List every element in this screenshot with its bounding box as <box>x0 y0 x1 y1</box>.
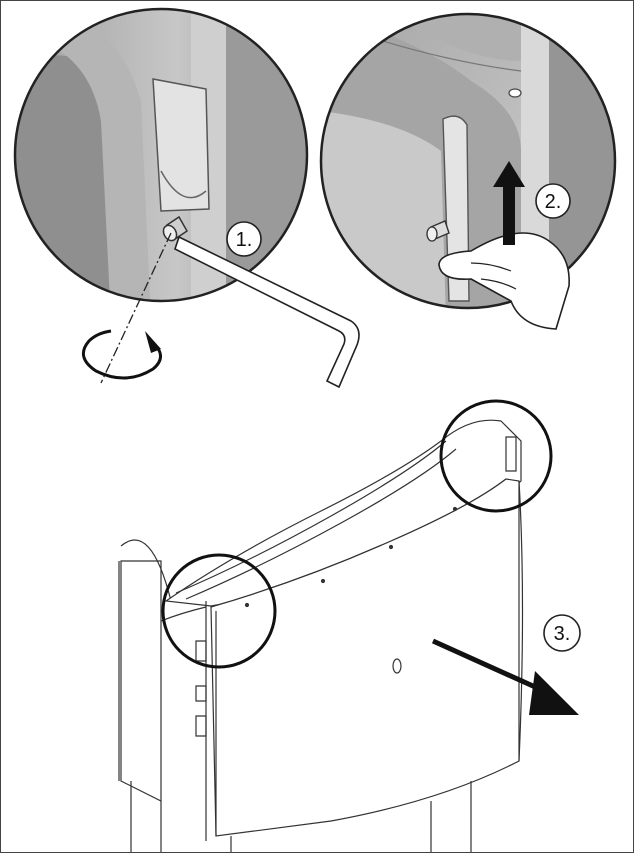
cabinet-illustration <box>118 419 524 852</box>
hex-key-icon <box>174 235 360 389</box>
rotate-arrow-icon <box>81 329 162 380</box>
axis-line <box>100 232 172 384</box>
highlight-circle-left <box>161 553 277 669</box>
detail-circle-1 <box>13 7 309 384</box>
step-3-label: 3. <box>554 623 571 645</box>
screw-icon <box>162 215 188 242</box>
step-3-badge: 3. <box>543 614 581 652</box>
step-2-badge: 2. <box>535 183 571 219</box>
pull-out-arrow-icon <box>431 638 579 715</box>
screw-icon-2 <box>426 220 450 242</box>
up-arrow-icon <box>493 161 525 245</box>
hand-icon <box>438 232 570 330</box>
step-1-label: 1. <box>236 229 253 251</box>
step-2-label: 2. <box>545 191 562 213</box>
highlight-circle-right <box>439 399 553 513</box>
step-1-badge: 1. <box>226 221 262 257</box>
